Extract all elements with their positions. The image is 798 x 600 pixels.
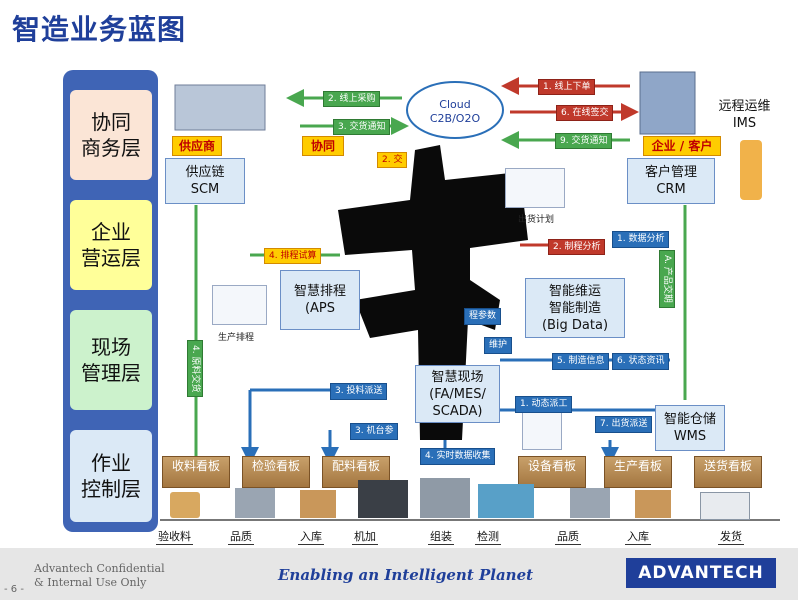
flow-shipment: 7. 出货派送 xyxy=(595,416,653,433)
pallet-icon xyxy=(300,490,336,518)
slogan: Enabling an Intelligent Planet xyxy=(278,566,534,584)
brand-logo: ADVANTECH xyxy=(626,558,776,588)
layer-site: 现场 管理层 xyxy=(70,310,152,410)
process-quality-2: 品质 xyxy=(555,530,581,545)
prod-plan-thumbnail xyxy=(212,285,267,325)
process-receive: 验收料 xyxy=(156,530,193,545)
cnc-machine-icon xyxy=(358,480,408,518)
process-machining: 机加 xyxy=(352,530,378,545)
enterprise-customer-label: 企业 / 客户 xyxy=(643,136,721,156)
bigdata-box: 智能维运 智能制造 (Big Data) xyxy=(525,278,625,338)
flow-online-sign: 6. 在线签交 xyxy=(556,105,614,121)
flow-data-analysis: 1. 数据分析 xyxy=(612,231,670,248)
flow-mfg-info: 5. 制造信息 xyxy=(552,353,610,370)
ship-plan-caption: 出货计划 xyxy=(518,215,555,225)
flow-online-order: 1. 线上下单 xyxy=(538,79,596,95)
prod-plan-caption: 生产排程 xyxy=(218,333,255,343)
flow-online-purchase: 2. 线上采购 xyxy=(323,91,381,107)
conveyor-icon-2 xyxy=(570,488,610,518)
process-stock-in: 入库 xyxy=(298,530,324,545)
board-equipment: 设备看板 xyxy=(518,456,586,488)
aps-box: 智慧排程 (APS xyxy=(280,270,360,330)
scm-box: 供应链 SCM xyxy=(165,158,245,204)
truck-icon xyxy=(700,492,750,520)
flow-status-info: 6. 状态资讯 xyxy=(612,353,670,370)
cloud-label: Cloud C2B/O2O xyxy=(429,98,481,125)
page-title: 智造业务蓝图 xyxy=(12,13,187,46)
supplier-label: 供应商 xyxy=(172,136,222,156)
flow-schedule: 4. 排程试算 xyxy=(264,248,322,264)
flow-partial: 2. 交 xyxy=(377,152,408,168)
layer-business: 协同 商务层 xyxy=(70,90,152,180)
flow-dynamic-dispatch: 1. 动态派工 xyxy=(515,396,573,413)
collab-label: 协同 xyxy=(302,136,344,156)
flow-process-analysis: 2. 制程分析 xyxy=(548,239,606,255)
device-thumbnail xyxy=(522,412,562,450)
flow-delivery-notice-2: 9. 交货通知 xyxy=(555,133,613,149)
test-station-icon xyxy=(478,484,534,518)
wms-box: 智能仓储 WMS xyxy=(655,405,725,451)
flow-dispatch: 3. 投料派送 xyxy=(330,383,388,400)
assembly-icon xyxy=(420,478,470,518)
technician-icon xyxy=(740,140,762,200)
flow-material-delivery: 4. 原料交货 xyxy=(187,340,203,398)
board-production: 生产看板 xyxy=(604,456,672,488)
process-stock-in-2: 入库 xyxy=(625,530,651,545)
process-testing: 检测 xyxy=(475,530,501,545)
page-number: - 6 - xyxy=(4,584,24,595)
board-receiving: 收料看板 xyxy=(162,456,230,488)
crm-box: 客户管理 CRM xyxy=(627,158,715,204)
process-ship: 发货 xyxy=(718,530,744,545)
flow-maint: 维护 xyxy=(484,337,513,354)
process-assembly: 组装 xyxy=(428,530,454,545)
layer-operations: 企业 营运层 xyxy=(70,200,152,290)
pallet-icon-2 xyxy=(635,490,671,518)
board-inspection: 检验看板 xyxy=(242,456,310,488)
board-delivery: 送货看板 xyxy=(694,456,762,488)
flow-product-delivery: A. 产品交期 xyxy=(659,250,675,308)
mes-box: 智慧现场 (FA/MES/ SCADA) xyxy=(415,365,500,423)
process-quality: 品质 xyxy=(228,530,254,545)
conveyor-icon xyxy=(235,488,275,518)
confidential-note: Advantech Confidential & Internal Use On… xyxy=(34,562,165,589)
boxes-icon xyxy=(170,492,200,518)
remote-ops-label: 远程运维 IMS xyxy=(718,99,771,131)
flow-delivery-notice: 3. 交货通知 xyxy=(333,119,391,135)
flow-param: 程参数 xyxy=(464,308,502,325)
layer-control: 作业 控制层 xyxy=(70,430,152,522)
ship-plan-thumbnail xyxy=(505,168,565,208)
flow-machine-params: 3. 机台参 xyxy=(350,423,399,440)
flow-realtime-data: 4. 实时数据收集 xyxy=(420,448,496,465)
